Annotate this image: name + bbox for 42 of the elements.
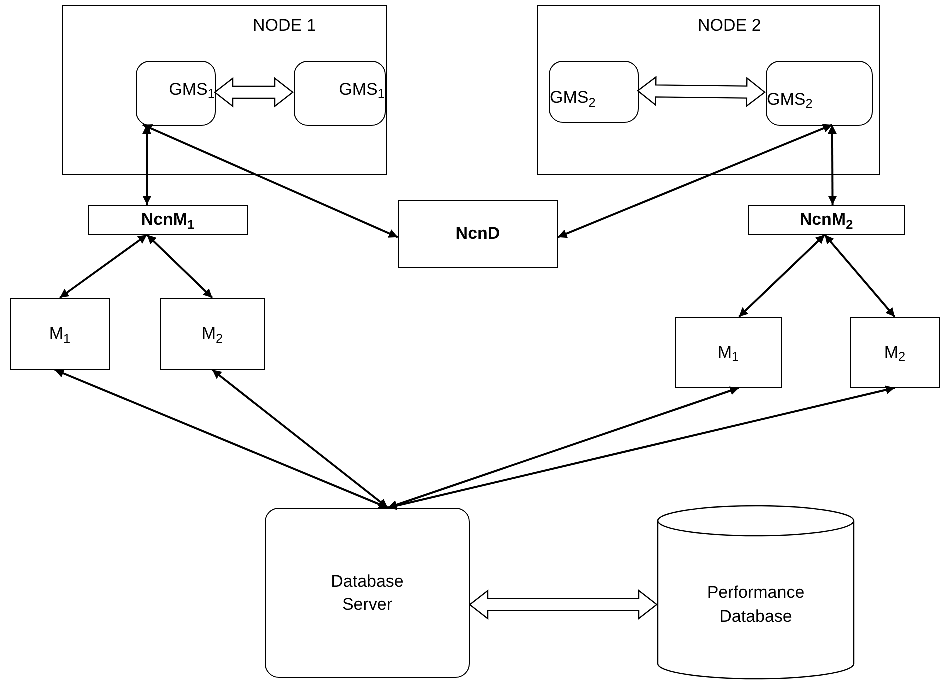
arrow [212, 369, 389, 509]
node-label: M$_{2}$ [202, 323, 224, 346]
double-arrow [637, 76, 766, 108]
double-arrow [214, 77, 294, 108]
process-box [748, 205, 905, 235]
node-label: GMS$_{1}$ [339, 78, 385, 102]
process-box [850, 317, 940, 388]
arrow [59, 234, 148, 299]
arrow [388, 386, 896, 510]
node-label: GMS$_{2}$ [767, 88, 813, 112]
node-label: M$_{1}$ [49, 323, 71, 346]
process-box [294, 61, 386, 126]
node-label: NcnM$_{2}$ [800, 209, 854, 232]
node-label: Performance Database [706, 582, 806, 628]
process-box [136, 61, 216, 126]
arrow [558, 124, 833, 238]
node-label: NODE 1 [253, 15, 316, 37]
double-arrow [469, 590, 658, 620]
arrow [828, 125, 838, 205]
node-label: Database Server [330, 570, 405, 616]
node-label: GMS$_{2}$ [550, 87, 596, 110]
arrow [738, 234, 826, 318]
process-box [398, 200, 558, 268]
arrow [54, 369, 388, 509]
node-label: NcnD [456, 223, 500, 246]
database-cylinder [657, 505, 855, 680]
node-label: NcnM$_{1}$ [141, 209, 195, 232]
process-box [675, 317, 782, 388]
server-box [265, 508, 470, 678]
process-box [10, 298, 110, 370]
node-label: M$_{1}$ [718, 342, 740, 364]
arrow [146, 234, 214, 299]
node-label: M$_{2}$ [884, 342, 906, 364]
process-box [88, 205, 248, 235]
process-box [549, 61, 639, 123]
node-label: NODE 2 [698, 15, 762, 37]
process-box [160, 298, 265, 370]
arrow [142, 124, 398, 238]
arrow [388, 386, 740, 510]
process-box [766, 61, 873, 126]
node-label: GMS$_{1}$ [169, 78, 215, 102]
arrow [824, 234, 896, 318]
